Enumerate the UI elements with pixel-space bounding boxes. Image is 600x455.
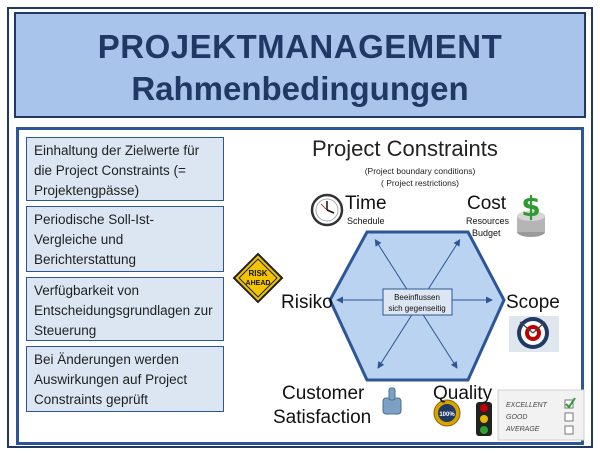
checklist-average: AVERAGE [505,426,540,433]
badge-text: 100% [439,412,455,418]
diagram-subtitle-1: (Project boundary conditions) [364,166,476,176]
traffic-light-icon [476,402,492,436]
center-text-1: Beeinflussen [394,293,440,302]
header-title: PROJEKTMANAGEMENT [97,28,503,65]
risk-sign-text-2: AHEAD [246,280,271,287]
header-banner: PROJEKTMANAGEMENT Rahmenbedingungen [14,12,586,118]
clock-icon [310,193,344,227]
label-schedule: Schedule [347,216,385,226]
target-icon [509,316,559,352]
info-box-4: Bei Änderungen werden Auswirkungen auf P… [26,346,224,412]
info-box-1: Einhaltung der Zielwerte für die Project… [26,137,224,201]
label-budget: Budget [472,228,501,238]
center-box [382,288,453,316]
center-text-2: sich gegenseitig [388,304,445,313]
label-customer: Customer [282,383,365,404]
label-quality: Quality [433,383,493,404]
info-box-2: Periodische Soll-Ist-Vergleiche und Beri… [26,206,224,272]
diagram-title: Project Constraints [312,136,498,161]
label-cost: Cost [467,193,507,214]
money-icon: $ [517,190,545,237]
quality-badge-icon: 100% [433,399,461,427]
label-risiko: Risiko [281,292,333,313]
checklist-excellent: EXCELLENT [506,402,548,409]
risk-sign-text-1: RISK [248,269,267,278]
diagram-subtitle-2: ( Project restrictions) [381,178,459,188]
thumbs-up-icon [382,387,402,415]
label-scope: Scope [506,292,560,313]
checklist-good: GOOD [506,414,527,421]
label-time: Time [345,193,387,214]
checklist-icon: EXCELLENT GOOD AVERAGE [497,389,585,441]
header-subtitle: Rahmenbedingungen [131,70,469,107]
info-box-3: Verfügbarkeit von Entscheidungsgrundlage… [26,277,224,341]
svg-text:$: $ [521,190,540,223]
risk-ahead-sign: RISK AHEAD [232,252,284,304]
label-satisfaction: Satisfaction [273,407,372,428]
label-resources: Resources [466,216,510,226]
